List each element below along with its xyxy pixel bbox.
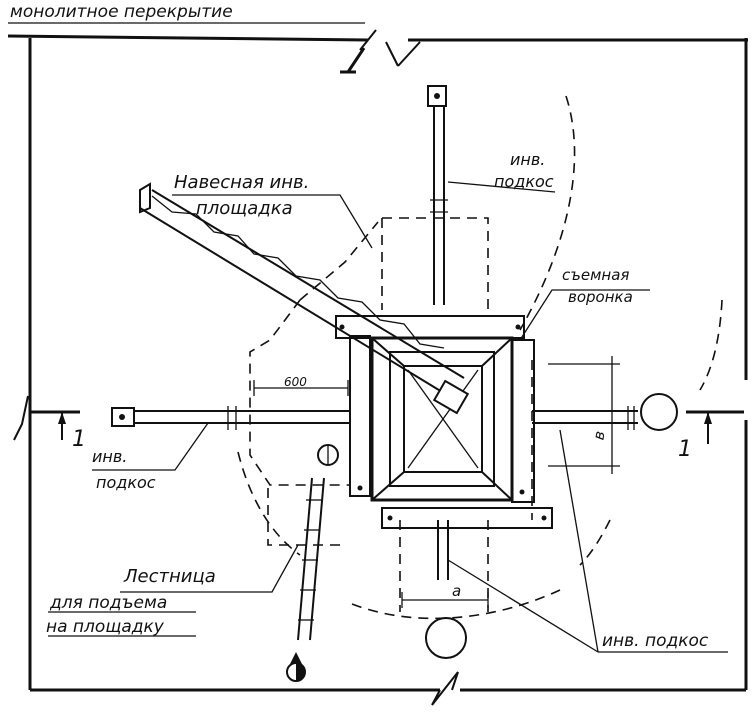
section-mark-iv <box>340 41 421 74</box>
dashed-arc-left <box>237 451 301 556</box>
top-brace-label-2: подкос <box>494 172 554 191</box>
ladder <box>286 477 325 682</box>
break-mark-top <box>359 29 377 51</box>
left-brace-label-1: инв. <box>92 447 127 466</box>
column-circle-bottom <box>425 617 467 659</box>
dashed-arc-right <box>699 299 723 391</box>
left-brace <box>111 406 350 430</box>
break-mark-bottom <box>431 671 459 706</box>
column-formwork <box>335 315 553 529</box>
bottom-brace-label: инв. подкос <box>602 631 709 651</box>
section-cut-right: 1 <box>678 410 744 462</box>
dimension-a: a <box>401 582 489 608</box>
platform-dashed-outline <box>299 221 379 301</box>
dimension-b: в <box>548 356 620 474</box>
funnel-label-1: съемная <box>562 266 629 284</box>
funnel-label-2: воронка <box>568 288 633 306</box>
section-left-label: 1 <box>72 427 86 452</box>
dimension-600-label: 600 <box>284 375 307 389</box>
dashed-arc-top-right <box>519 95 576 331</box>
top-brace <box>427 85 448 305</box>
dashed-arc-bottom <box>351 589 561 620</box>
section-right-label: 1 <box>678 437 692 462</box>
dimension-b-label: в <box>589 429 608 441</box>
ladder-label-2: для подъема <box>49 593 167 613</box>
hanging-platform-label-2: площадка <box>196 198 293 219</box>
hanging-platform-label-1: Навесная инв. <box>174 172 309 193</box>
dimension-600: 600 <box>253 375 349 396</box>
slab-title-label: монолитное перекрытие <box>10 2 233 22</box>
right-brace <box>532 393 678 431</box>
left-brace-label-2: подкос <box>96 473 156 492</box>
ladder-label-1: Лестница <box>123 566 216 587</box>
ladder-label-3: на площадку <box>46 617 165 637</box>
top-brace-label-1: инв. <box>510 150 545 169</box>
leader-lines <box>48 181 728 653</box>
dimension-a-label: a <box>452 582 461 600</box>
column-circle-right <box>640 393 678 431</box>
slab-outline <box>7 29 748 706</box>
bottom-brace <box>317 444 467 659</box>
hanging-platform-truss <box>139 182 470 415</box>
section-cut-left: 1 <box>13 395 86 452</box>
dashed-arc-lower-right <box>579 519 611 566</box>
